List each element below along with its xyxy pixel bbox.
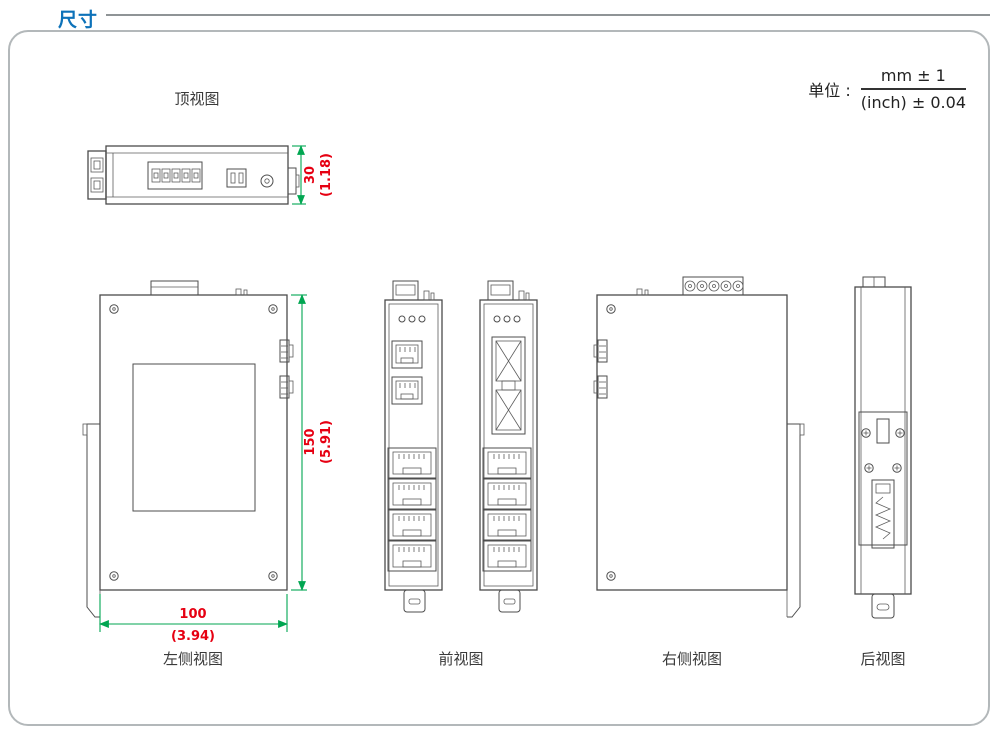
- dimension-width-mm: 100: [179, 607, 206, 622]
- label-area: [132, 363, 256, 512]
- uplink-port: [391, 340, 423, 369]
- led-indicators: [493, 315, 521, 323]
- rj45-port: [387, 509, 437, 541]
- din-release-tab: [403, 589, 426, 613]
- unit-fraction: mm ± 1 (inch) ± 0.04: [860, 66, 966, 112]
- rear-view-drawing: [854, 276, 912, 619]
- dip-switch-top: [226, 168, 247, 188]
- grounding-screw-top: [260, 174, 274, 188]
- left-side-view-drawing: [82, 280, 294, 618]
- content-frame: [8, 30, 990, 726]
- front-view-drawing-a: [384, 280, 443, 613]
- rj45-port: [482, 447, 532, 479]
- din-spring-clip: [871, 479, 895, 549]
- unit-mm-tolerance: mm ± 1: [860, 66, 966, 90]
- side-vent-slots: [593, 339, 608, 399]
- dimension-height-mm: 150: [303, 428, 318, 455]
- right-view-label: 右侧视图: [662, 650, 722, 668]
- rj45-port: [387, 478, 437, 510]
- view-labels: 顶视图 左侧视图 前视图 右侧视图 后视图: [163, 90, 906, 668]
- unit-label: 单位 :: [808, 81, 851, 100]
- din-rail-clip-left: [82, 423, 101, 618]
- fiber-port: [491, 336, 526, 435]
- unit-note: 单位 : mm ± 1 (inch) ± 0.04: [808, 66, 966, 112]
- left-view-label: 左侧视图: [163, 650, 223, 668]
- front-view-drawing-b: [479, 280, 538, 613]
- right-side-view-drawing: [593, 276, 805, 618]
- dimension-depth-inch: (1.18): [319, 153, 334, 197]
- header-rule: [106, 14, 990, 16]
- rj45-port: [387, 447, 437, 479]
- unit-inch-tolerance: (inch) ± 0.04: [860, 93, 966, 112]
- top-view-label: 顶视图: [174, 90, 219, 108]
- terminal-block-right: [682, 276, 744, 296]
- rear-view-label: 后视图: [860, 650, 905, 668]
- front-view-label: 前视图: [438, 650, 483, 668]
- dimension-width: 100 (3.94): [99, 594, 288, 644]
- din-release-tab: [871, 593, 895, 619]
- dimension-width-inch: (3.94): [171, 629, 215, 644]
- din-rail-clip-right: [786, 423, 805, 618]
- rj45-port: [482, 540, 532, 572]
- page-title: 尺寸: [58, 9, 99, 31]
- dimension-height: 150 (5.91): [291, 294, 334, 591]
- rj45-port: [387, 540, 437, 572]
- rj45-port: [482, 509, 532, 541]
- terminal-block-top: [147, 161, 203, 190]
- top-view-drawing: [87, 145, 300, 205]
- dimension-depth-mm: 30: [303, 166, 318, 184]
- dimension-depth: 30 (1.18): [292, 145, 334, 205]
- rj45-port: [482, 478, 532, 510]
- uplink-port: [391, 376, 423, 405]
- side-vent-slots: [279, 339, 294, 399]
- din-mount-plate: [858, 411, 908, 546]
- din-release-tab: [498, 589, 521, 613]
- led-indicators: [398, 315, 426, 323]
- dimension-height-inch: (5.91): [319, 420, 334, 464]
